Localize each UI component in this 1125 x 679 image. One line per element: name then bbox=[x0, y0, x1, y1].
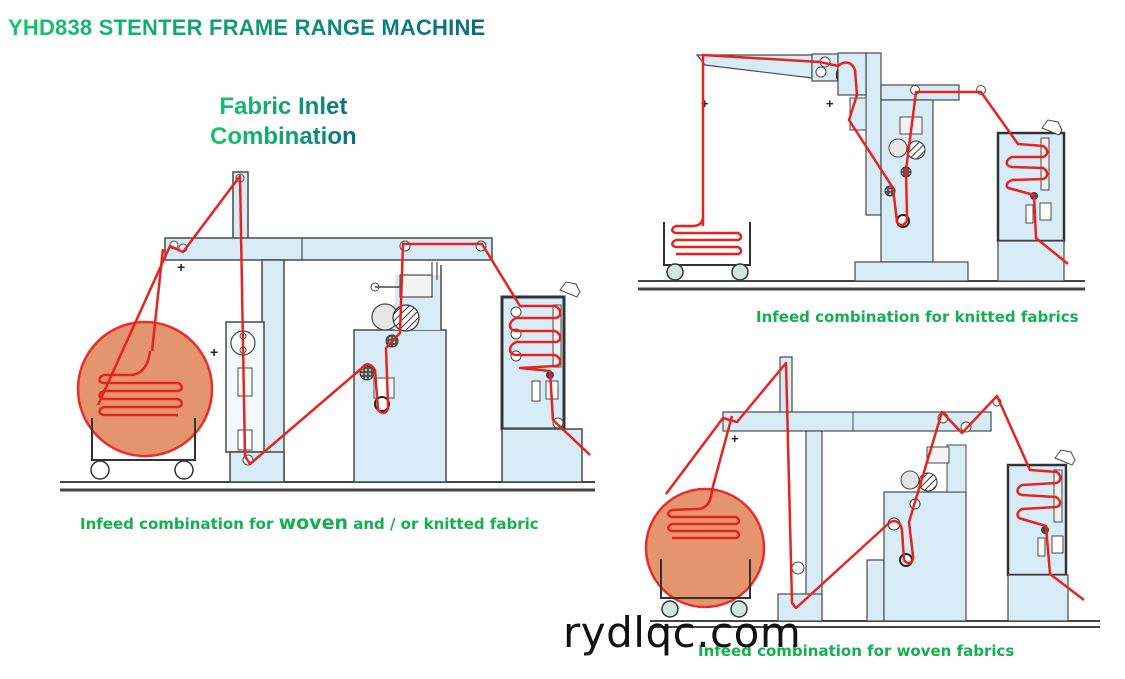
watermark: rydlqc.com bbox=[563, 608, 802, 657]
hatched-roller bbox=[392, 304, 420, 332]
padder-body bbox=[353, 329, 447, 483]
svg-text:+: + bbox=[826, 96, 834, 111]
cylinder-actuator bbox=[399, 274, 433, 298]
diagram-woven: + bbox=[644, 356, 1100, 628]
cart-wheel bbox=[174, 460, 194, 480]
caption-text: Infeed combination for bbox=[80, 515, 279, 533]
overhead-beam bbox=[164, 237, 493, 261]
padder-body bbox=[883, 491, 967, 622]
frame-column bbox=[865, 52, 882, 216]
svg-text:+: + bbox=[701, 96, 709, 111]
fabric-cart bbox=[660, 559, 751, 599]
fabric-cart bbox=[663, 222, 751, 266]
diagram-woven-or-knitted: + + bbox=[60, 171, 595, 492]
fabric-roll bbox=[644, 487, 766, 609]
svg-text:+: + bbox=[210, 344, 218, 360]
fabric-path bbox=[671, 53, 1069, 265]
cart-wheel bbox=[731, 263, 749, 281]
fabric-path bbox=[96, 174, 591, 466]
caption-emphasis: woven bbox=[278, 512, 348, 534]
support-column bbox=[261, 259, 285, 483]
caption-woven: Infeed combination for woven fabrics bbox=[698, 642, 1015, 660]
machine-base bbox=[854, 261, 969, 282]
fabric-cart bbox=[91, 418, 196, 461]
fabric-path bbox=[665, 361, 1085, 610]
cart-wheel bbox=[666, 263, 684, 281]
overhead-beam bbox=[722, 411, 992, 432]
diagram-knitted: + + bbox=[638, 52, 1085, 291]
caption-woven-or-knitted: Infeed combination for woven and / or kn… bbox=[80, 512, 539, 534]
svg-text:+: + bbox=[177, 259, 185, 275]
svg-text:+: + bbox=[731, 431, 739, 446]
cart-wheel bbox=[661, 600, 679, 618]
fabric-roll bbox=[76, 320, 214, 458]
caption-knitted: Infeed combination for knitted fabrics bbox=[756, 308, 1079, 326]
caption-text: and / or knitted fabric bbox=[347, 515, 539, 533]
cart-wheel bbox=[90, 460, 110, 480]
page-title: YHD838 STENTER FRAME RANGE MACHINE bbox=[8, 15, 486, 40]
cart-wheel bbox=[730, 600, 748, 618]
